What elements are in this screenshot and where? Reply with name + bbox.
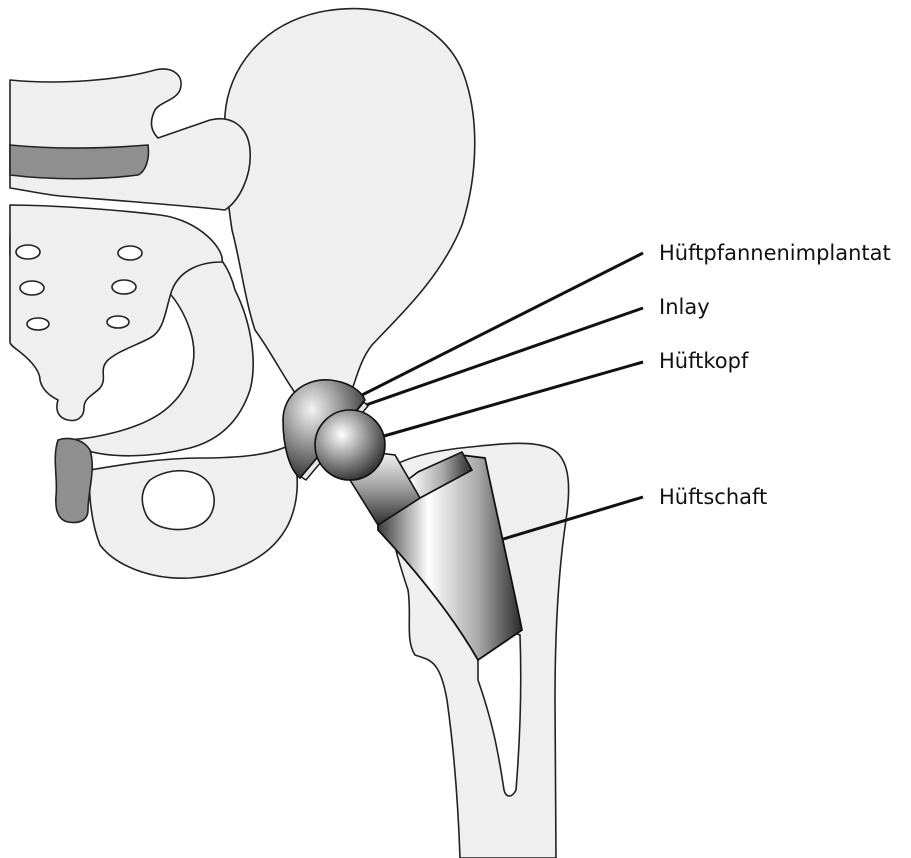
sacral-foramen — [118, 246, 142, 260]
sacral-foramen — [27, 318, 49, 330]
sacral-foramen — [107, 316, 129, 328]
leader-head — [384, 362, 643, 436]
sacral-foramen — [112, 280, 136, 294]
obturator-foramen — [142, 471, 214, 530]
sacral-foramen — [20, 281, 44, 295]
label-head: Hüftkopf — [659, 351, 748, 372]
label-inlay: Inlay — [659, 297, 710, 318]
label-cup: Hüftpfannenimplantat — [659, 243, 891, 264]
sacral-foramen — [16, 245, 40, 259]
femoral-head — [315, 410, 385, 480]
hip-implant — [283, 380, 522, 660]
label-stem: Hüftschaft — [659, 487, 767, 508]
intervertebral-disc — [10, 145, 148, 179]
pubic-symphysis — [55, 438, 92, 522]
